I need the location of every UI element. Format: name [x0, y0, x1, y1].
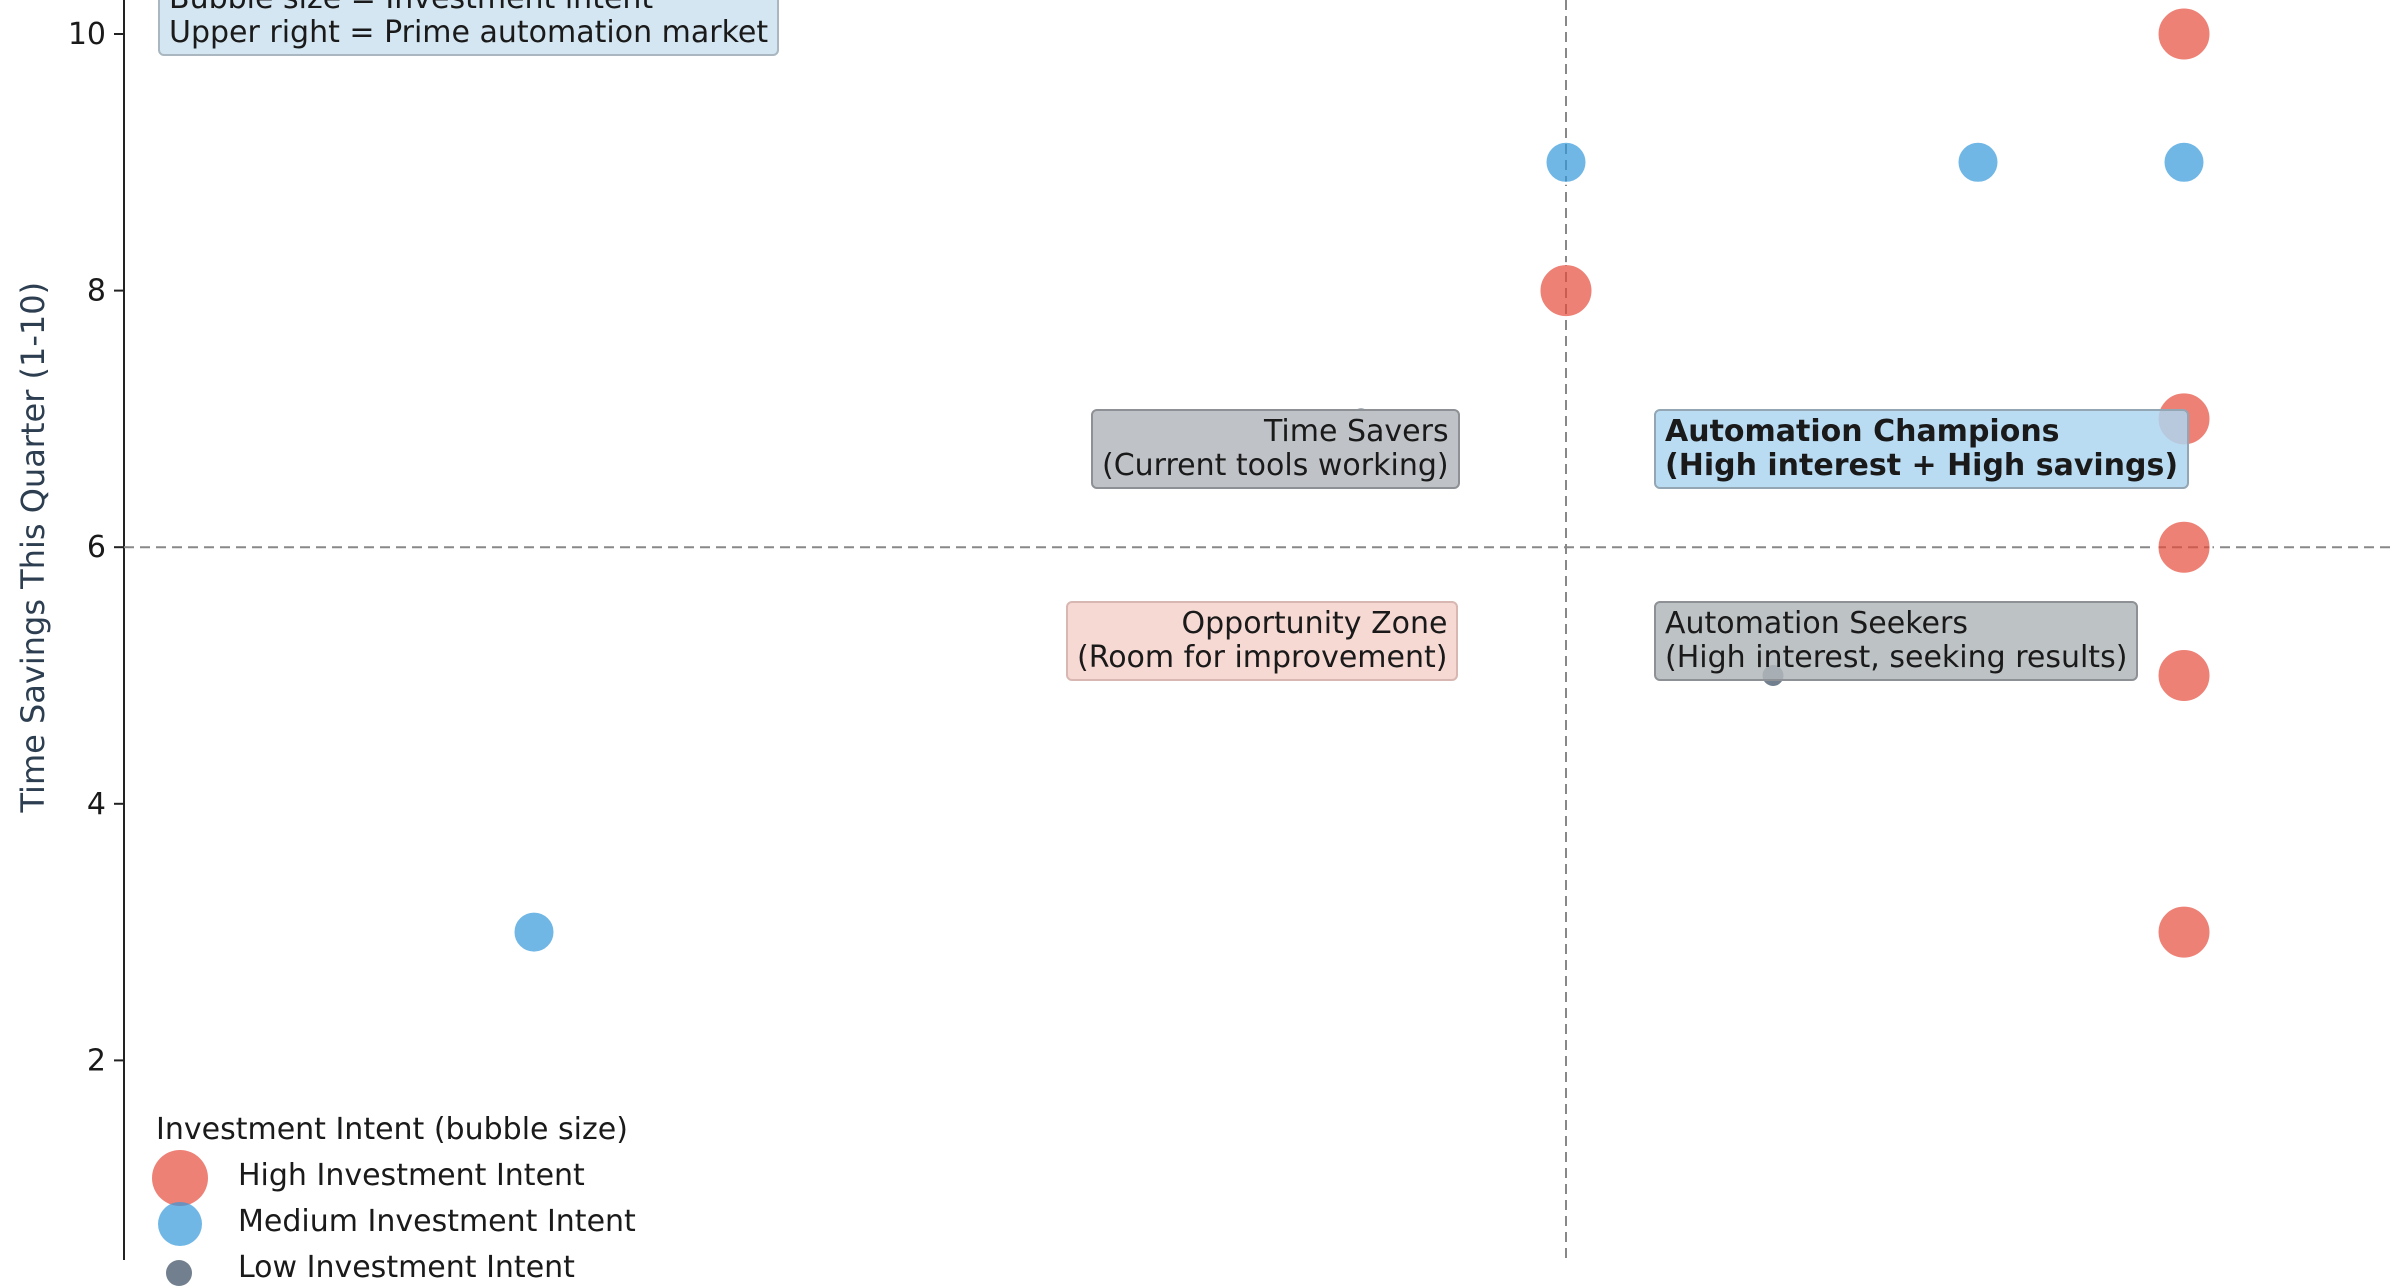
y-tick-label-2: 2: [87, 1043, 106, 1078]
data-point-0-3: [2155, 518, 2213, 576]
data-point-0-1: [1537, 262, 1595, 320]
legend-title: Investment Intent (bubble size): [156, 1112, 628, 1147]
time-savers-subtitle: (Current tools working): [1102, 448, 1449, 483]
legend-swatch-high: [152, 1150, 208, 1206]
info-line-1: Bubble size = Investment intent: [169, 0, 768, 16]
legend-label-high: High Investment Intent: [238, 1158, 585, 1193]
automation-champions-subtitle: (High interest + High savings): [1665, 448, 2179, 483]
time-savers-title: Time Savers: [1264, 414, 1449, 449]
opportunity-zone-subtitle: (Room for improvement): [1077, 640, 1448, 675]
y-tick-label-4: 4: [87, 787, 106, 822]
data-point-1-1: [1955, 139, 2001, 185]
y-axis-title: Time Savings This Quarter (1-10): [14, 282, 52, 814]
data-point-1-0: [1543, 139, 1589, 185]
time-savers-annotation: Time Savers (Current tools working): [1091, 409, 1460, 489]
automation-seekers-title: Automation Seekers: [1665, 606, 1968, 641]
data-point-0-0: [2155, 5, 2213, 63]
legend-label-low: Low Investment Intent: [238, 1250, 575, 1285]
opportunity-zone-annotation: Opportunity Zone (Room for improvement): [1066, 601, 1459, 681]
data-point-1-2: [2161, 139, 2207, 185]
automation-champions-title: Automation Champions: [1665, 414, 2060, 449]
y-tick-label-6: 6: [87, 530, 106, 565]
data-point-1-3: [511, 909, 557, 955]
y-tick-label-10: 10: [68, 17, 106, 52]
info-line-2: Upper right = Prime automation market: [169, 15, 769, 50]
legend-swatch-low: [166, 1260, 192, 1286]
data-point-0-4: [2155, 647, 2213, 704]
legend-swatch-medium: [158, 1202, 202, 1246]
automation-champions-annotation: Automation Champions (High interest + Hi…: [1654, 409, 2190, 489]
legend-label-medium: Medium Investment Intent: [238, 1204, 636, 1239]
y-tick-label-8: 8: [87, 274, 106, 309]
info-annotation: Bubble size = Investment intent Upper ri…: [158, 0, 780, 56]
automation-seekers-annotation: Automation Seekers (High interest, seeki…: [1654, 601, 2139, 681]
data-point-0-5: [2155, 903, 2213, 961]
opportunity-zone-title: Opportunity Zone: [1181, 606, 1448, 641]
automation-seekers-subtitle: (High interest, seeking results): [1665, 640, 2128, 675]
